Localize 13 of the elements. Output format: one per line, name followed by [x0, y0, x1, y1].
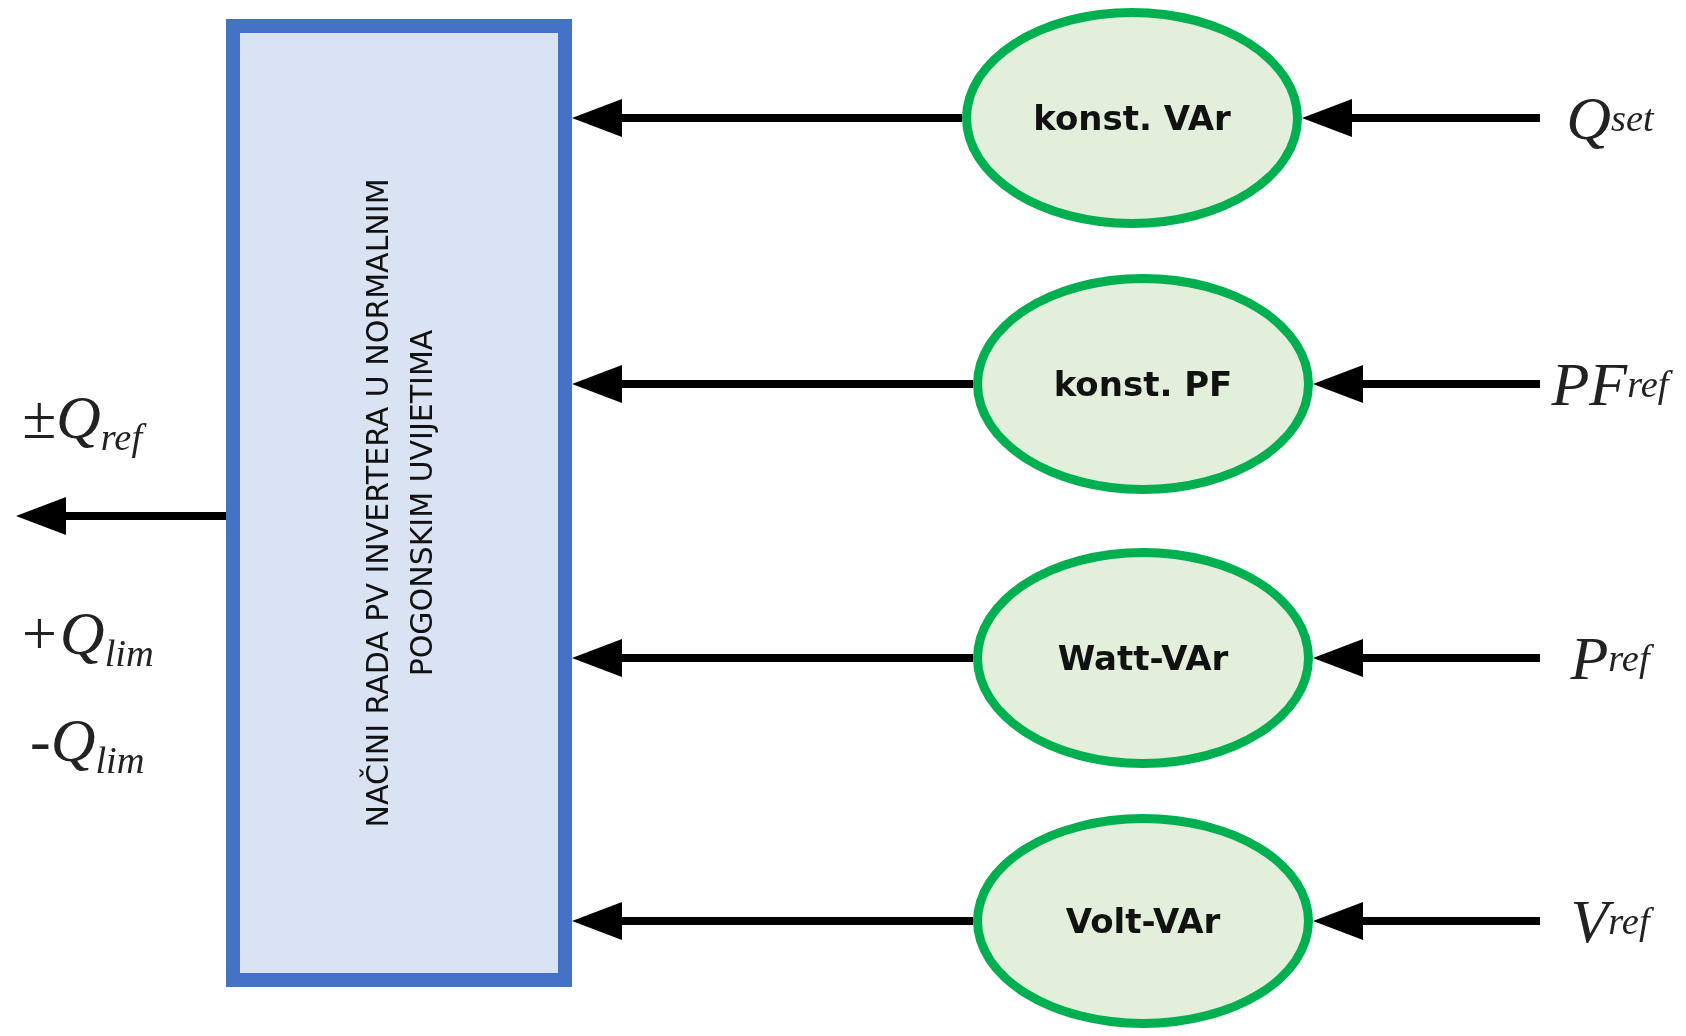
- process-box: [226, 19, 572, 987]
- mode-name: konst. PF: [1053, 364, 1233, 404]
- signal-label: -Q$_{lim}$: [30, 705, 145, 782]
- arrow: [572, 639, 973, 677]
- arrow: [16, 497, 226, 535]
- arrow: [572, 902, 973, 940]
- vertical-box-title: NAČINI RADA PV INVERTERA U NORMALNIM POGONSKIM UVIJETIMA: [358, 177, 439, 830]
- mode-name: Watt-VAr: [1057, 638, 1229, 678]
- arrow: [572, 99, 962, 137]
- mode-name: konst. VAr: [1033, 98, 1231, 138]
- mode-name: Volt-VAr: [1065, 901, 1221, 941]
- arrow: [572, 365, 973, 403]
- signal-label: +Q$_{lim}$: [18, 598, 154, 675]
